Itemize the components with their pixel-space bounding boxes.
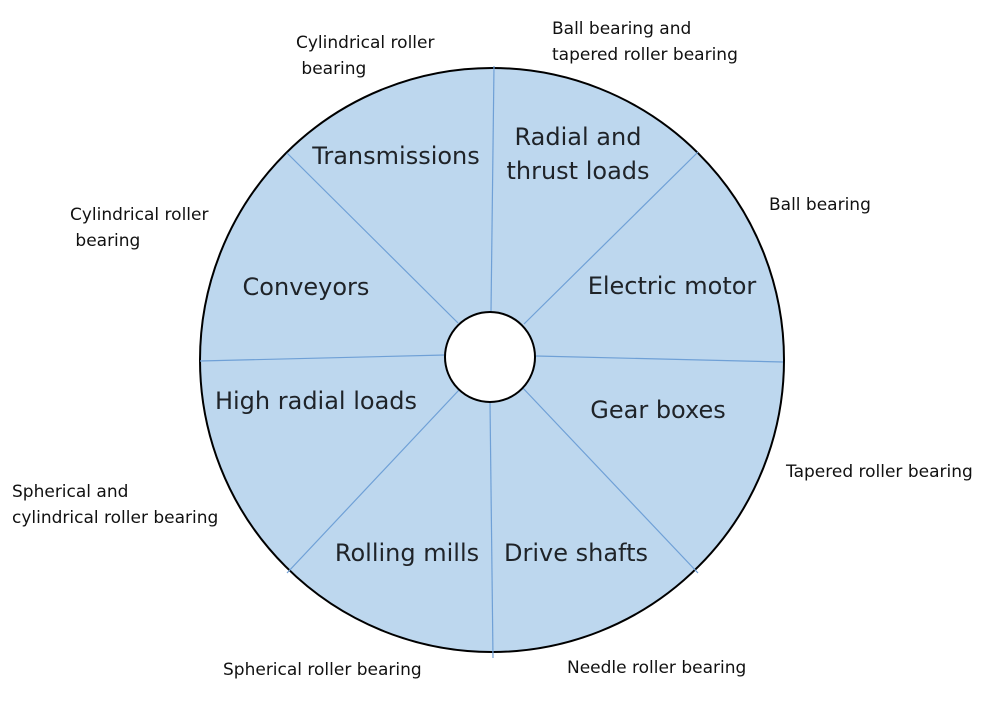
- bearing-label-drive-shafts: Needle roller bearing: [567, 658, 746, 678]
- segment-label-line: Gear boxes: [590, 396, 725, 424]
- bearing-label-line: tapered roller bearing: [552, 45, 738, 65]
- bearing-label-line: bearing: [70, 231, 140, 251]
- bearing-label-line: Ball bearing and: [552, 19, 691, 39]
- segment-label-rolling-mills: Rolling mills: [335, 539, 479, 567]
- segment-label-conveyors: Conveyors: [243, 273, 370, 301]
- bearing-label-gear-boxes: Tapered roller bearing: [785, 462, 973, 482]
- divider-line-7: [199, 354, 446, 362]
- bearing-label-line: Needle roller bearing: [567, 658, 746, 678]
- bearing-label-transmissions: Cylindrical roller bearing: [296, 33, 434, 79]
- segment-label-electric-motor: Electric motor: [588, 272, 757, 300]
- divider-line-8: [286, 152, 459, 324]
- bearing-label-line: Cylindrical roller: [296, 33, 434, 53]
- segment-label-transmissions: Transmissions: [311, 142, 480, 170]
- segment-label-high-radial: High radial loads: [215, 387, 417, 415]
- bearing-label-high-radial: Spherical and cylindrical roller bearing: [12, 482, 218, 528]
- bearing-label-line: cylindrical roller bearing: [12, 508, 218, 528]
- segment-label-drive-shafts: Drive shafts: [504, 539, 648, 567]
- segment-label-line: Conveyors: [243, 273, 370, 301]
- segment-label-line: Transmissions: [311, 142, 480, 170]
- divider-line-1: [490, 65, 495, 313]
- bearing-label-radial-thrust: Ball bearing and tapered roller bearing: [552, 19, 738, 65]
- divider-line-5: [489, 401, 494, 659]
- segment-label-line: Radial and: [515, 123, 642, 151]
- segment-dividers: [199, 65, 784, 659]
- bearing-label-line: bearing: [296, 59, 366, 79]
- divider-line-2: [523, 151, 699, 325]
- bearing-label-electric-motor: Ball bearing: [769, 195, 871, 215]
- bearing-label-line: Spherical and: [12, 482, 128, 502]
- bearing-label-rolling-mills: Spherical roller bearing: [223, 660, 422, 680]
- divider-line-6: [286, 389, 460, 574]
- segment-label-line: thrust loads: [506, 157, 649, 185]
- divider-line-3: [535, 355, 784, 363]
- divider-line-4: [520, 385, 699, 574]
- segment-label-line: High radial loads: [215, 387, 417, 415]
- segment-label-radial-thrust: Radial and thrust loads: [506, 123, 649, 185]
- center-hub: [444, 311, 536, 403]
- bearing-label-line: Spherical roller bearing: [223, 660, 422, 680]
- bearing-label-line: Tapered roller bearing: [785, 462, 973, 482]
- bearing-label-line: Ball bearing: [769, 195, 871, 215]
- bearing-label-line: Cylindrical roller: [70, 205, 208, 225]
- bearing-label-conveyors: Cylindrical roller bearing: [70, 205, 208, 251]
- segment-label-line: Drive shafts: [504, 539, 648, 567]
- segment-label-line: Electric motor: [588, 272, 757, 300]
- segment-label-gear-boxes: Gear boxes: [590, 396, 725, 424]
- segment-label-line: Rolling mills: [335, 539, 479, 567]
